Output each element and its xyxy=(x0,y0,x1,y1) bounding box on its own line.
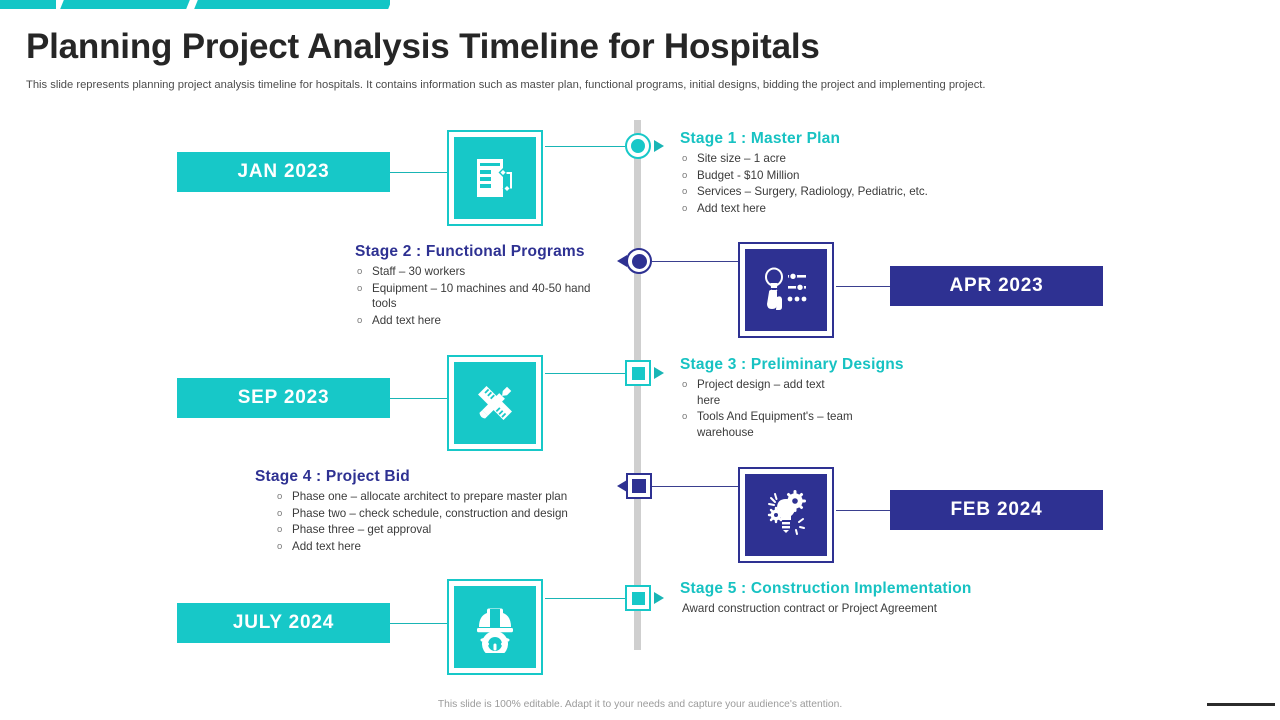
icon-tile-fill-2 xyxy=(745,249,827,331)
stage-heading-3: Stage 3 : Preliminary Designs xyxy=(680,356,904,373)
arrow-left-stage-2 xyxy=(617,255,627,267)
stage-list-item: Phase one – allocate architect to prepar… xyxy=(275,489,625,505)
stage-block-1: Stage 1 : Master Plan Site size – 1 acre… xyxy=(680,130,1100,217)
date-badge-sep-2023[interactable]: SEP 2023 xyxy=(177,378,390,418)
stage-list-item: Site size – 1 acre xyxy=(680,151,1100,167)
connector-date-to-icon-3 xyxy=(390,398,447,399)
stage-list-3: Project design – add text here Tools And… xyxy=(680,377,980,440)
connector-icon-to-marker-3 xyxy=(545,373,625,374)
page-title: Planning Project Analysis Timeline for H… xyxy=(26,27,820,66)
connector-date-to-icon-5 xyxy=(390,623,447,624)
icon-tile-pencil-ruler[interactable] xyxy=(447,355,543,451)
icon-tile-hand-settings[interactable] xyxy=(738,242,834,338)
stage-list-item: Project design – add text here xyxy=(680,377,840,408)
stage-heading-4: Stage 4 : Project Bid xyxy=(255,468,410,485)
connector-icon-to-marker-1 xyxy=(545,146,625,147)
connector-icon-to-marker-5 xyxy=(545,598,625,599)
stage-list-2: Staff – 30 workers Equipment – 10 machin… xyxy=(355,264,615,328)
accent-segment-2 xyxy=(60,0,190,9)
top-accent-bar xyxy=(0,0,390,9)
stage-list-item: Add text here xyxy=(355,313,615,329)
connector-icon-to-date-4 xyxy=(836,510,890,511)
icon-tile-lightbulb-gears[interactable] xyxy=(738,467,834,563)
timeline-marker-stage-4[interactable] xyxy=(626,473,652,499)
date-badge-july-2024[interactable]: JULY 2024 xyxy=(177,603,390,643)
stage-block-2: Stage 2 : Functional Programs Staff – 30… xyxy=(355,243,615,329)
connector-marker-to-icon-4 xyxy=(652,486,738,487)
stage-block-4: Stage 4 : Project Bid Phase one – alloca… xyxy=(255,468,625,555)
stage-list-item: Tools And Equipment's – team warehouse xyxy=(680,409,860,440)
icon-tile-fill-3 xyxy=(454,362,536,444)
date-badge-apr-2023[interactable]: APR 2023 xyxy=(890,266,1103,306)
arrow-right-stage-5 xyxy=(654,592,664,604)
accent-segment-1 xyxy=(0,0,56,9)
stage-block-3: Stage 3 : Preliminary Designs Project de… xyxy=(680,356,980,441)
icon-tile-fill-4 xyxy=(745,474,827,556)
accent-segment-3 xyxy=(194,0,390,9)
stage-heading-5: Stage 5 : Construction Implementation xyxy=(680,580,972,597)
icon-tile-fill-5 xyxy=(454,586,536,668)
timeline-marker-stage-2[interactable] xyxy=(626,248,652,274)
document-flowchart-icon xyxy=(477,159,512,197)
timeline-marker-stage-3[interactable] xyxy=(625,360,651,386)
date-badge-jan-2023[interactable]: JAN 2023 xyxy=(177,152,390,192)
connector-icon-to-date-2 xyxy=(836,286,890,287)
connector-marker-to-icon-2 xyxy=(652,261,738,262)
icon-tile-document-flowchart[interactable] xyxy=(447,130,543,226)
hardhat-gear-icon xyxy=(477,608,513,653)
stage-list-item: Phase two – check schedule, construction… xyxy=(275,506,625,522)
pencil-ruler-icon xyxy=(478,386,512,420)
arrow-left-stage-4 xyxy=(617,480,627,492)
icon-tile-fill-1 xyxy=(454,137,536,219)
stage-list-item: Staff – 30 workers xyxy=(355,264,615,280)
stage-heading-2: Stage 2 : Functional Programs xyxy=(355,243,585,260)
arrow-right-stage-1 xyxy=(654,140,664,152)
connector-date-to-icon-1 xyxy=(390,172,447,173)
stage-block-5: Stage 5 : Construction Implementation Aw… xyxy=(680,580,1060,617)
page-subtitle: This slide represents planning project a… xyxy=(26,79,986,91)
timeline-marker-stage-1[interactable] xyxy=(625,133,651,159)
icon-tile-hardhat-gear[interactable] xyxy=(447,579,543,675)
stage-list-item: Budget - $10 Million xyxy=(680,168,1100,184)
stage-list-item: Equipment – 10 machines and 40-50 hand t… xyxy=(355,281,615,312)
stage-text-5: Award construction contract or Project A… xyxy=(682,602,937,615)
stage-heading-1: Stage 1 : Master Plan xyxy=(680,130,841,147)
stage-list-item: Services – Surgery, Radiology, Pediatric… xyxy=(680,184,1100,200)
lightbulb-gears-icon xyxy=(767,490,806,535)
footer-note: This slide is 100% editable. Adapt it to… xyxy=(437,699,843,710)
date-badge-feb-2024[interactable]: FEB 2024 xyxy=(890,490,1103,530)
arrow-right-stage-3 xyxy=(654,367,664,379)
corner-accent-line xyxy=(1207,703,1275,706)
stage-list-4: Phase one – allocate architect to prepar… xyxy=(255,489,625,554)
stage-list-item: Add text here xyxy=(275,539,625,555)
stage-list-item: Add text here xyxy=(680,201,1100,217)
timeline-marker-stage-5[interactable] xyxy=(625,585,651,611)
stage-list-1: Site size – 1 acre Budget - $10 Million … xyxy=(680,151,1100,216)
hand-settings-sliders-icon xyxy=(765,267,807,310)
stage-list-item: Phase three – get approval xyxy=(275,522,625,538)
